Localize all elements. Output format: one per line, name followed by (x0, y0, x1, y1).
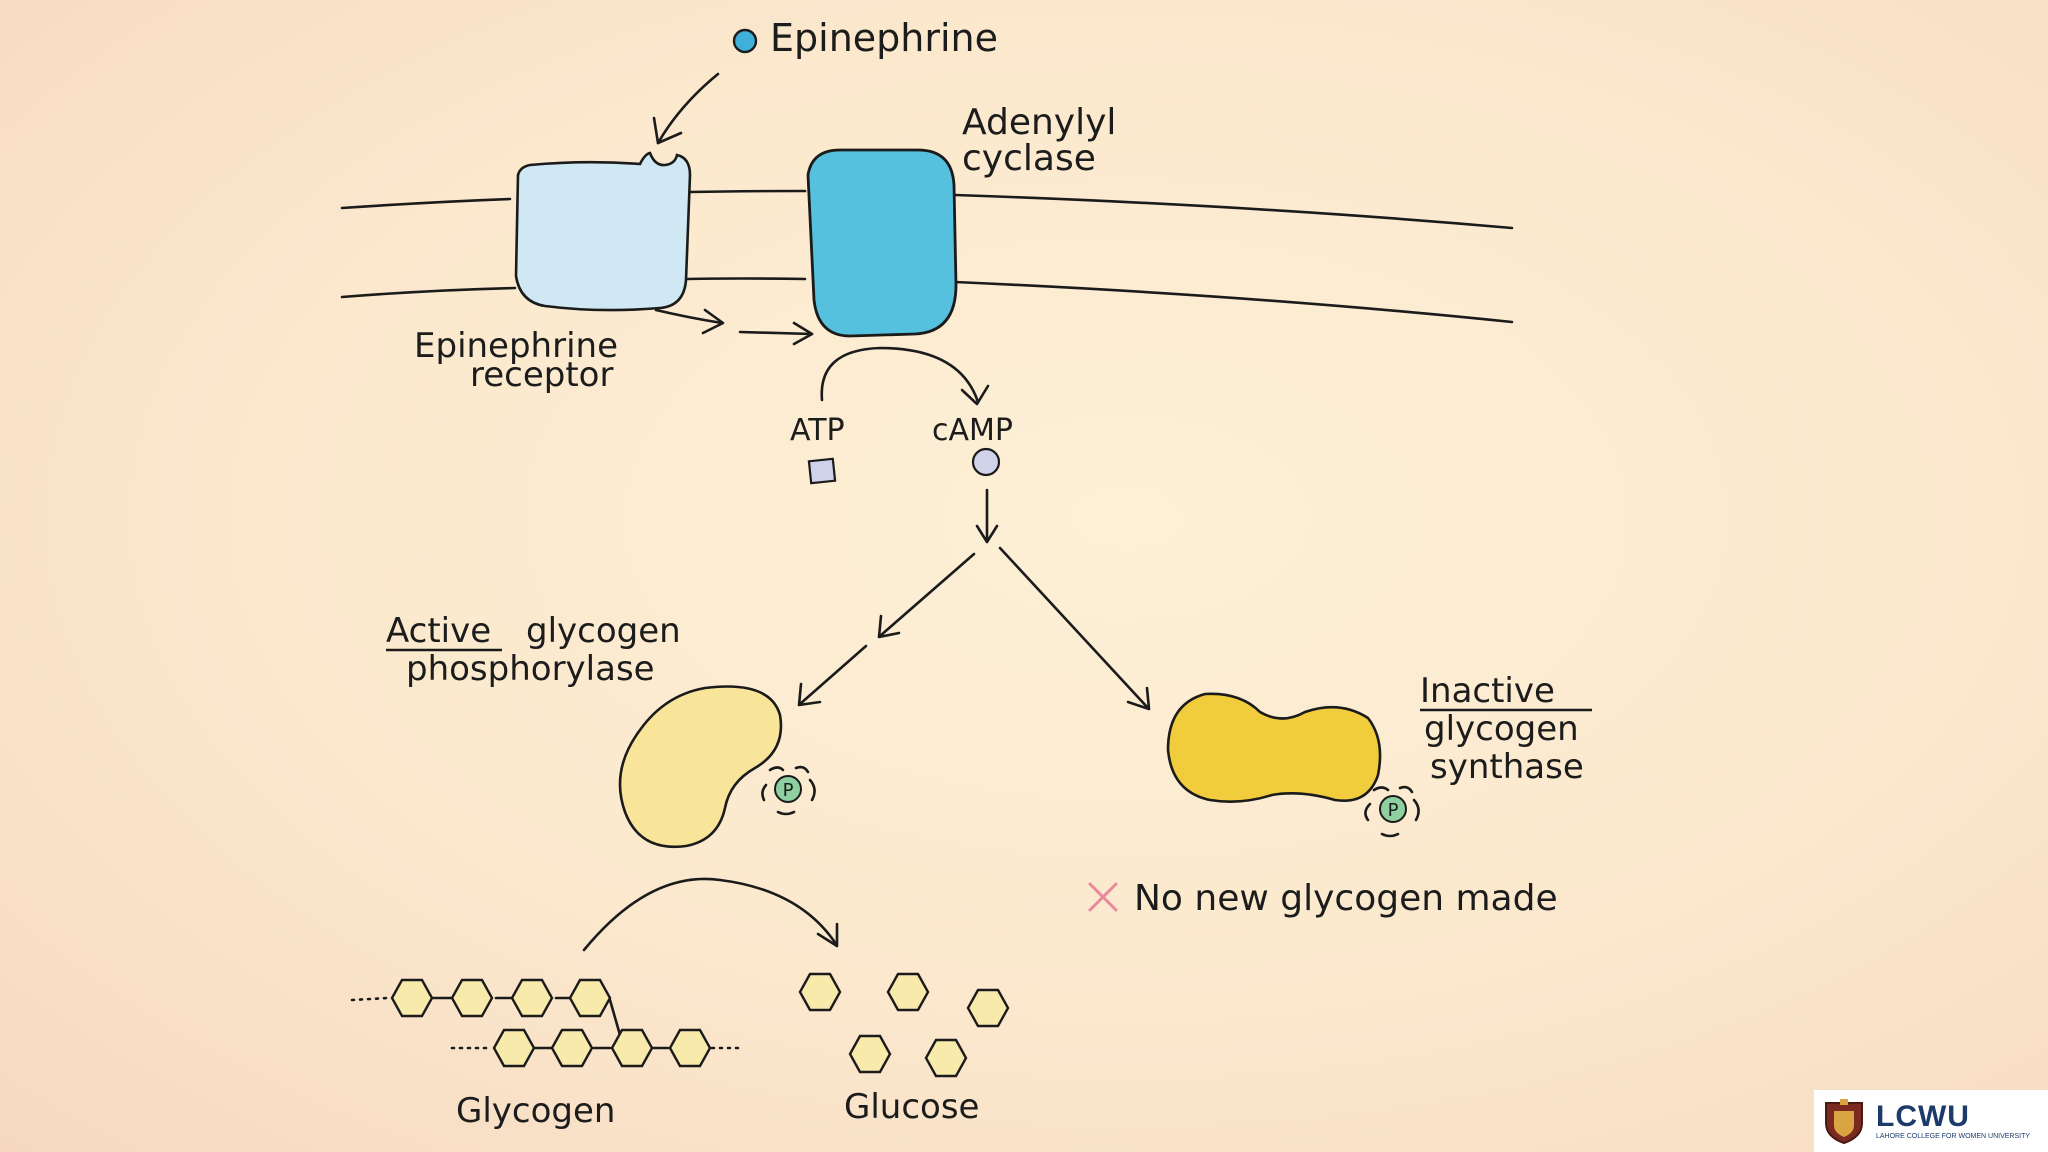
synthase-label-line3: synthase (1430, 747, 1584, 787)
logo-subtitle: LAHORE COLLEGE FOR WOMEN UNIVERSITY (1876, 1132, 2031, 1140)
university-logo: LCWU LAHORE COLLEGE FOR WOMEN UNIVERSITY (1814, 1090, 2048, 1152)
adenylyl-cyclase-label-line2: cyclase (962, 138, 1096, 179)
glycogen-chain (350, 978, 746, 1068)
atp-label: ATP (790, 413, 845, 448)
epinephrine-label: Epinephrine (770, 16, 998, 60)
crest-icon (1825, 1099, 1863, 1145)
glucose-label: Glucose (844, 1087, 979, 1127)
inactive-word: Inactive (1420, 671, 1555, 711)
adenylyl-cyclase-label-line1: Adenylyl (962, 102, 1116, 143)
glucose-molecules (798, 972, 1010, 1078)
atp-molecule (807, 457, 837, 485)
glycogen-synthase (1166, 692, 1382, 803)
branch-arrow-right (998, 546, 1151, 711)
phosphorylase-label-line2: phosphorylase (406, 649, 655, 689)
branch-arrow-left (797, 552, 976, 707)
active-word: Active (386, 611, 491, 651)
adenylyl-cyclase (806, 148, 958, 338)
epinephrine-receptor (514, 151, 692, 312)
receptor-label-line1: Epinephrine (414, 326, 618, 366)
glycogen-label: Glycogen (456, 1091, 615, 1131)
epinephrine-molecule (732, 28, 758, 54)
camp-label: cAMP (932, 413, 1013, 448)
breakdown-arrow (582, 877, 839, 952)
phosphate-group-left: P (761, 765, 816, 816)
camp-molecule (971, 447, 1001, 477)
phosphate-label-left: P (783, 780, 794, 801)
phosphate-label-right: P (1388, 800, 1399, 821)
binding-arrow (652, 72, 720, 145)
no-glycogen-label: No new glycogen made (1134, 878, 1558, 919)
receptor-label-line2: receptor (470, 355, 613, 395)
phosphate-group-right: P (1364, 785, 1420, 838)
synthase-label-line2: glycogen (1424, 709, 1579, 749)
camp-down-arrow (975, 488, 999, 544)
activation-arrows (654, 308, 814, 346)
phosphorylase-label-line1: glycogen (526, 611, 681, 651)
cell-membrane (340, 189, 1514, 324)
conversion-arrow (820, 346, 990, 406)
cross-mark-icon (1088, 882, 1118, 912)
glycogen-phosphorylase (618, 685, 783, 849)
logo-title: LCWU (1876, 1099, 1970, 1133)
